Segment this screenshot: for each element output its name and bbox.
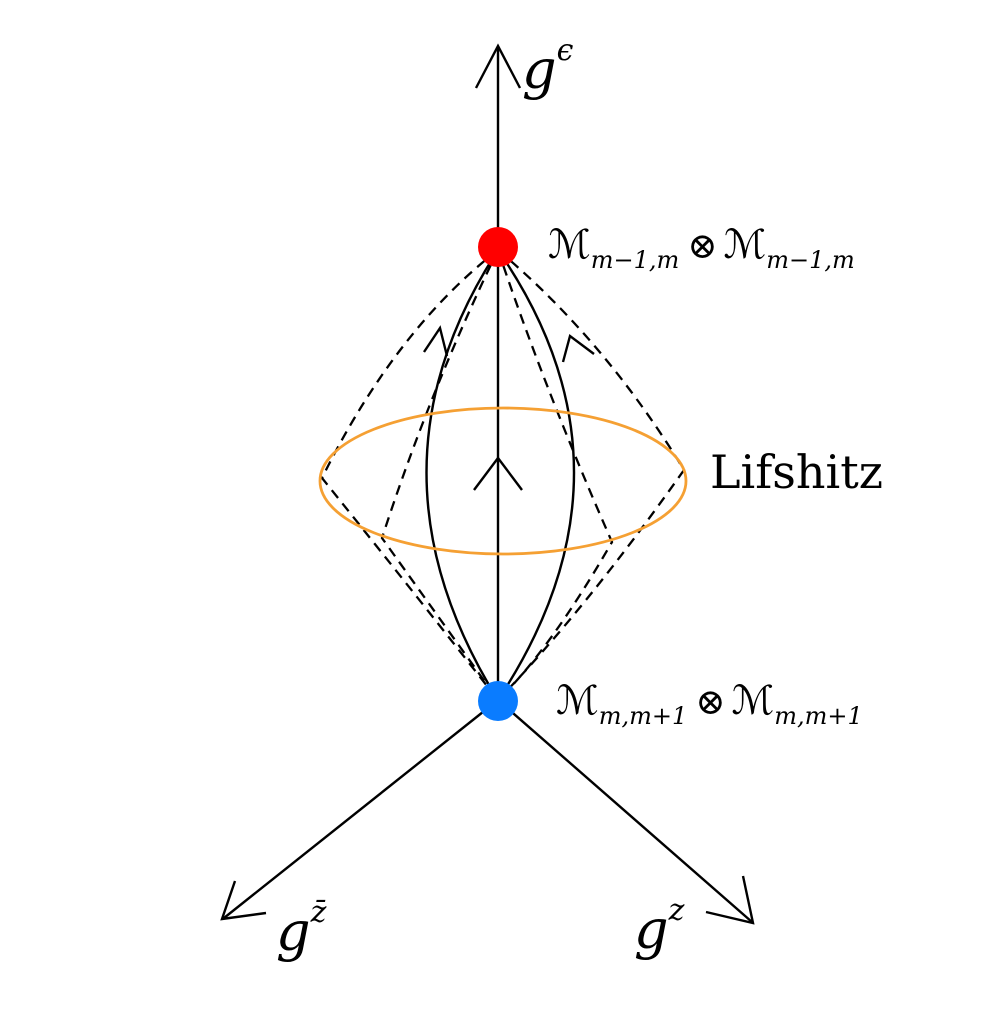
dashed-flow-outer-left <box>320 249 499 701</box>
right-axis-line <box>497 699 753 923</box>
right-axis-label: gz <box>634 893 685 961</box>
right-flow-arrowhead <box>561 333 595 363</box>
left-axis-line <box>223 699 499 919</box>
ir-point-label: ℳm,m+1⊗ℳm,m+1 <box>556 678 863 730</box>
left-flow-arrowhead <box>423 325 449 357</box>
vertical-axis-arrowhead <box>474 43 522 89</box>
lifshitz-ring <box>318 406 688 556</box>
vertical-axis-label: gϵ <box>522 33 574 101</box>
uv-fixed-point <box>478 227 518 267</box>
left-axis-label: gz̄ <box>276 895 327 963</box>
solid-flow-right <box>496 249 576 701</box>
dashed-flow-lines <box>320 249 686 701</box>
lifshitz-label: Lifshitz <box>710 445 883 499</box>
ir-fixed-point <box>478 681 518 721</box>
center-flow-arrowhead <box>473 456 523 491</box>
dashed-flow-inner-right <box>496 249 614 701</box>
dashed-flow-inner-left <box>380 249 500 701</box>
right-axis-arrowhead <box>705 875 755 925</box>
left-axis-arrowhead <box>220 880 267 921</box>
solid-flow-left <box>425 249 500 701</box>
uv-point-label: ℳm−1,m⊗ℳm−1,m <box>548 222 855 274</box>
dashed-flow-outer-right <box>497 249 686 701</box>
